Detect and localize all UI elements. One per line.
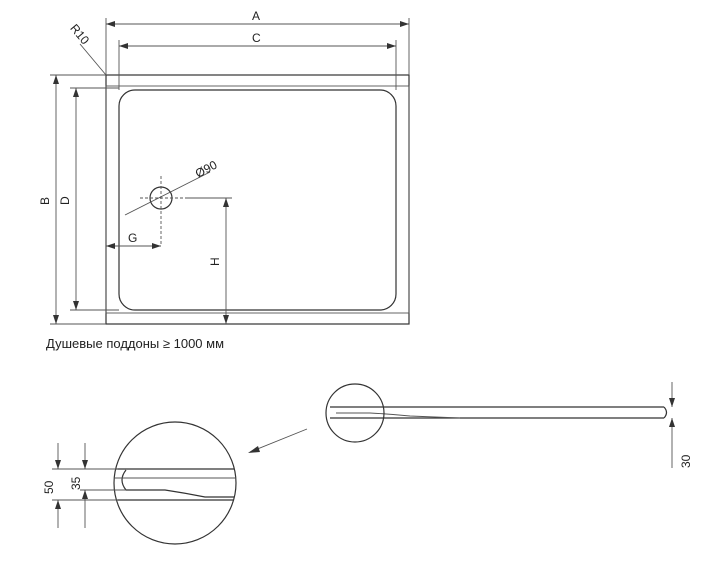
tray-outer-outline <box>105 74 410 325</box>
tray-rim-outline <box>105 85 410 314</box>
dim-g-label: G <box>128 231 137 245</box>
drain-diameter-label: Ø90 <box>193 157 220 180</box>
dim-d-label: D <box>58 196 72 205</box>
radius-label: R10 <box>67 21 92 47</box>
tray-basin-outline <box>118 89 397 311</box>
detail-circle <box>113 421 237 545</box>
section-detail-circle <box>325 383 385 443</box>
dim-35-label: 35 <box>69 476 83 490</box>
dim-a-label: A <box>252 9 260 23</box>
caption-text: Душевые поддоны ≥ 1000 мм <box>46 336 225 351</box>
section-view: 30 <box>248 382 693 468</box>
dim-h-label: H <box>208 257 222 266</box>
dim-c-label: C <box>252 31 261 45</box>
dim-b-label: B <box>38 197 52 205</box>
dim-50-label: 50 <box>42 480 56 494</box>
top-view: A C R10 B D Ø90 G <box>38 9 410 325</box>
detail-view: 50 35 <box>42 421 237 545</box>
dim-30-label: 30 <box>679 454 693 468</box>
